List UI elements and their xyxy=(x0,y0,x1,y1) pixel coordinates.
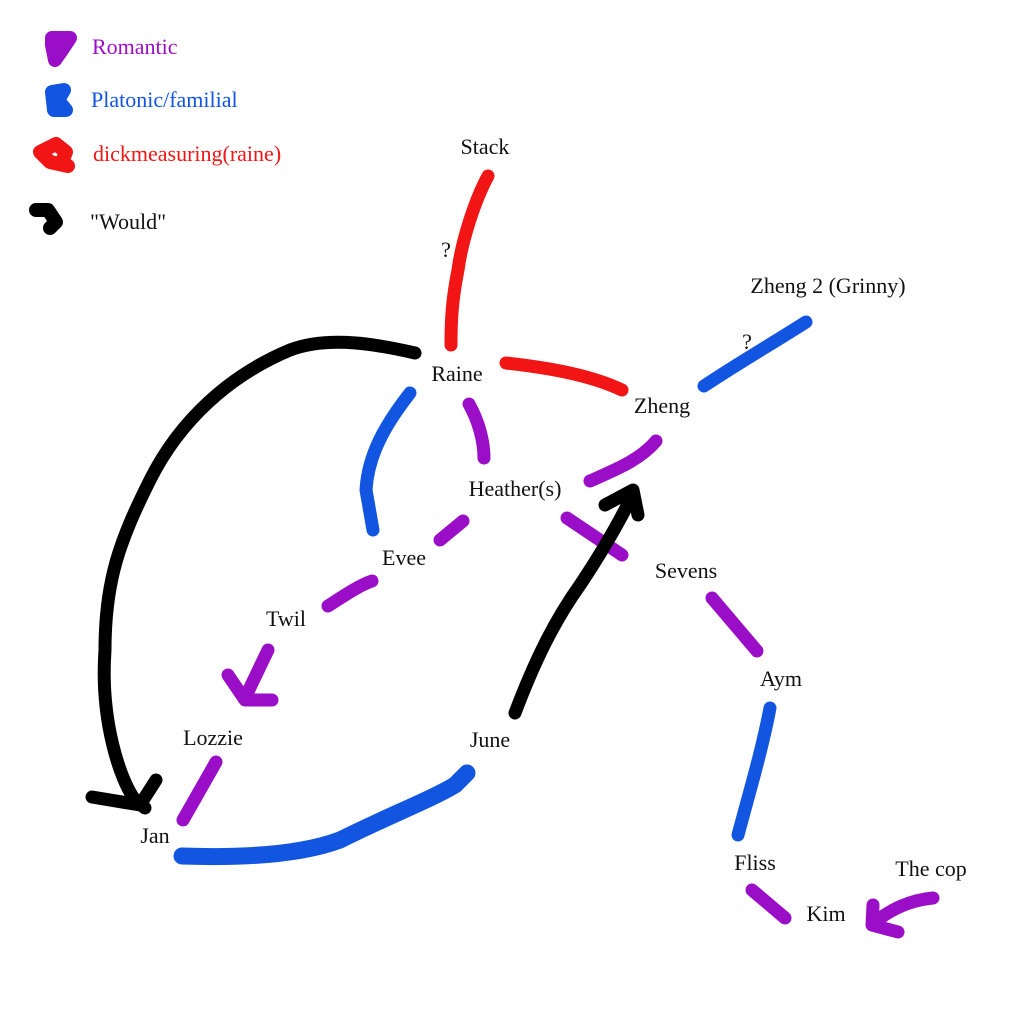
edge-heather-zheng xyxy=(583,434,663,488)
node-kim: Kim xyxy=(806,901,845,926)
node-fliss: Fliss xyxy=(734,850,776,875)
node-lozzie: Lozzie xyxy=(183,725,243,750)
annotation-question-stack-raine: ? xyxy=(441,237,451,262)
edge-aym-fliss xyxy=(731,701,777,842)
node-sevens: Sevens xyxy=(655,558,717,583)
legend-label-dickmeasuring: dickmeasuring(raine) xyxy=(93,141,281,166)
legend-swatch-dickmeasuring xyxy=(33,137,75,173)
node-raine: Raine xyxy=(431,361,482,386)
node-zheng2: Zheng 2 (Grinny) xyxy=(750,273,905,298)
edge-june-heather-arrow xyxy=(508,483,645,720)
legend-label-romantic: Romantic xyxy=(92,34,178,59)
legend-swatch-would xyxy=(29,203,63,235)
edge-sevens-aym xyxy=(705,591,764,658)
annotation-question-zheng-zheng2: ? xyxy=(742,329,752,354)
edge-evee-heather xyxy=(433,514,470,547)
node-stack: Stack xyxy=(461,134,510,159)
edge-stack-raine xyxy=(444,169,495,352)
node-twil: Twil xyxy=(266,606,306,631)
legend-swatch-platonic xyxy=(45,83,73,117)
edge-fliss-kim xyxy=(745,883,792,925)
edge-heather-sevens xyxy=(560,511,629,562)
edge-twil-lozzie-arrow xyxy=(221,643,279,707)
legend-label-would: "Would" xyxy=(90,209,166,234)
node-aym: Aym xyxy=(760,666,802,691)
node-jan: Jan xyxy=(140,823,169,848)
edge-cop-kim-arrow xyxy=(865,891,940,939)
edge-raine-heather xyxy=(462,397,491,465)
node-evee: Evee xyxy=(382,545,426,570)
edge-lozzie-jan xyxy=(176,755,223,827)
edge-jan-june xyxy=(173,764,476,866)
legend-label-platonic: Platonic/familial xyxy=(91,87,238,112)
edge-twil-evee xyxy=(321,574,379,613)
edge-raine-evee xyxy=(359,386,417,537)
edge-zheng-zheng2 xyxy=(697,315,813,393)
edge-raine-zheng xyxy=(499,356,629,397)
node-heather: Heather(s) xyxy=(469,476,562,501)
node-zheng: Zheng xyxy=(634,393,690,418)
node-june: June xyxy=(470,727,510,752)
legend-swatch-romantic xyxy=(45,31,77,67)
edge-raine-jan-arrow xyxy=(85,335,422,815)
legend: Romantic Platonic/familial dickmeasuring… xyxy=(29,31,281,235)
node-the-cop: The cop xyxy=(895,856,966,881)
